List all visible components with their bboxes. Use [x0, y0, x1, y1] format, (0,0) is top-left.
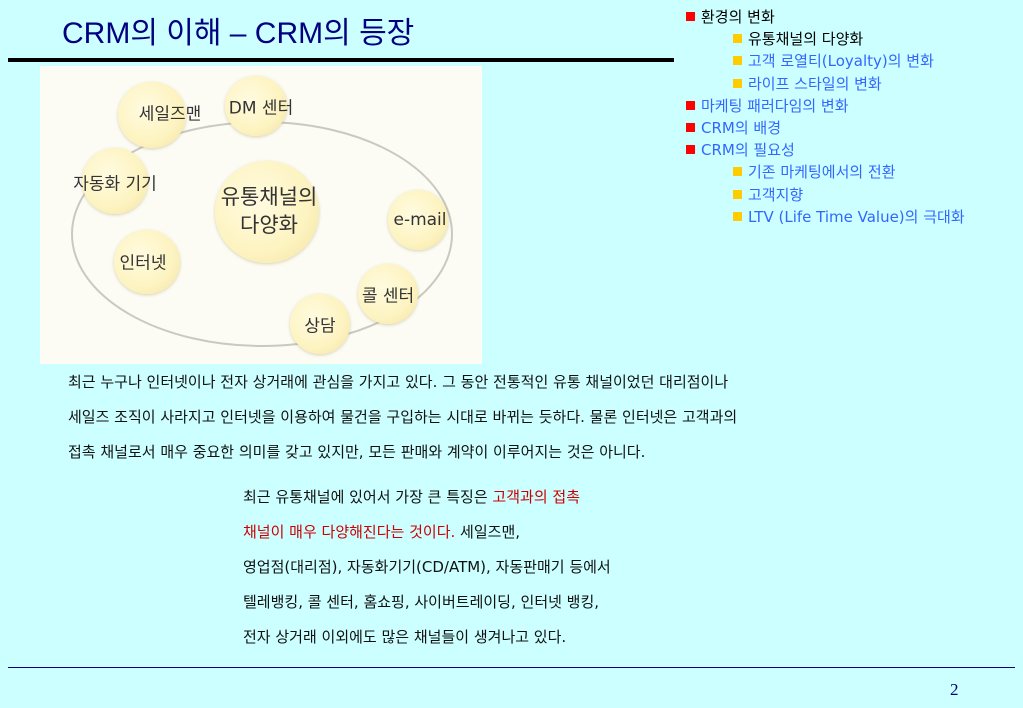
node-call-center [358, 264, 418, 324]
label-call-center: 콜 센터 [361, 286, 415, 307]
label-atm: 자동화 기기 [73, 174, 157, 195]
body-line: 텔레뱅킹, 콜 센터, 홈쇼핑, 사이버트레이딩, 인터넷 뱅킹, [243, 593, 600, 611]
outline-item-loyalty[interactable]: 고객 로열티(Loyalty)의 변화 [686, 50, 965, 72]
node-internet [114, 230, 180, 294]
body-line: 전자 상거래 이외에도 많은 채널들이 생겨나고 있다. [243, 628, 567, 646]
page-number: 2 [950, 680, 959, 699]
node-salesman [118, 82, 186, 148]
center-node [215, 161, 319, 263]
yellow-square-bullet-icon [733, 78, 742, 88]
channel-diagram: 유통채널의 다양화 세일즈맨 DM 센터 자동화 기기 e-mail 인터넷 콜… [40, 66, 482, 364]
outline-nav: 환경의 변화 유통채널의 다양화 고객 로열티(Loyalty)의 변화 라이프… [686, 6, 965, 228]
node-email [388, 190, 448, 250]
body-line: 접촉 채널로서 매우 중요한 의미를 갖고 있지만, 모든 판매와 계약이 이루… [68, 443, 646, 461]
body-line: 최근 누구나 인터넷이나 전자 상거래에 관심을 가지고 있다. 그 동안 전통… [68, 373, 729, 391]
body-paragraph-2: 최근 유통채널에 있어서 가장 큰 특징은 고객과의 접촉 채널이 매우 다양해… [243, 487, 611, 662]
yellow-square-bullet-icon [733, 211, 742, 221]
outline-item-channel-diversification[interactable]: 유통채널의 다양화 [686, 28, 965, 50]
footer-divider [8, 667, 1015, 668]
body-line: 최근 유통채널에 있어서 가장 큰 특징은 고객과의 접촉 [243, 488, 580, 506]
red-square-bullet-icon [686, 145, 695, 155]
title-underline [8, 58, 674, 62]
outline-item-environment[interactable]: 환경의 변화 [686, 6, 965, 28]
red-square-bullet-icon [686, 122, 695, 132]
yellow-square-bullet-icon [733, 189, 742, 199]
outline-item-marketing-shift[interactable]: 기존 마케팅에서의 전환 [686, 161, 965, 183]
body-line: 영업점(대리점), 자동화기기(CD/ATM), 자동판매기 등에서 [243, 558, 611, 576]
outline-item-customer-orientation[interactable]: 고객지향 [686, 184, 965, 206]
label-consulting: 상담 [304, 316, 336, 337]
body-line: 세일즈 조직이 사라지고 인터넷을 이용하여 물건을 구입하는 시대로 바뀌는 … [68, 408, 738, 426]
red-square-bullet-icon [686, 12, 695, 21]
node-dm-center [225, 76, 287, 136]
outline-item-marketing-paradigm[interactable]: 마케팅 패러다임의 변화 [686, 95, 965, 117]
label-salesman: 세일즈맨 [138, 104, 202, 125]
outline-item-lifestyle[interactable]: 라이프 스타일의 변화 [686, 73, 965, 95]
label-internet: 인터넷 [119, 253, 167, 274]
outline-item-ltv[interactable]: LTV (Life Time Value)의 극대화 [686, 206, 965, 228]
highlight-text: 고객과의 접촉 [492, 488, 580, 506]
body-paragraph-1: 최근 누구나 인터넷이나 전자 상거래에 관심을 가지고 있다. 그 동안 전통… [68, 372, 737, 477]
yellow-square-bullet-icon [733, 56, 742, 66]
node-consulting [290, 294, 350, 354]
label-dm-center: DM 센터 [228, 98, 294, 119]
outline-item-crm-background[interactable]: CRM의 배경 [686, 117, 965, 139]
outline-item-crm-necessity[interactable]: CRM의 필요성 [686, 139, 965, 161]
yellow-square-bullet-icon [733, 167, 742, 177]
center-label: 유통채널의 다양화 [220, 185, 318, 237]
red-square-bullet-icon [686, 100, 695, 110]
slide-title: CRM의 이해 – CRM의 등장 [62, 17, 415, 50]
highlight-text: 채널이 매우 다양해진다는 것이다. [243, 523, 456, 541]
label-email: e-mail [393, 210, 447, 230]
node-atm [82, 148, 148, 214]
body-line: 채널이 매우 다양해진다는 것이다. 세일즈맨, [243, 523, 521, 541]
yellow-square-bullet-icon [733, 34, 742, 44]
